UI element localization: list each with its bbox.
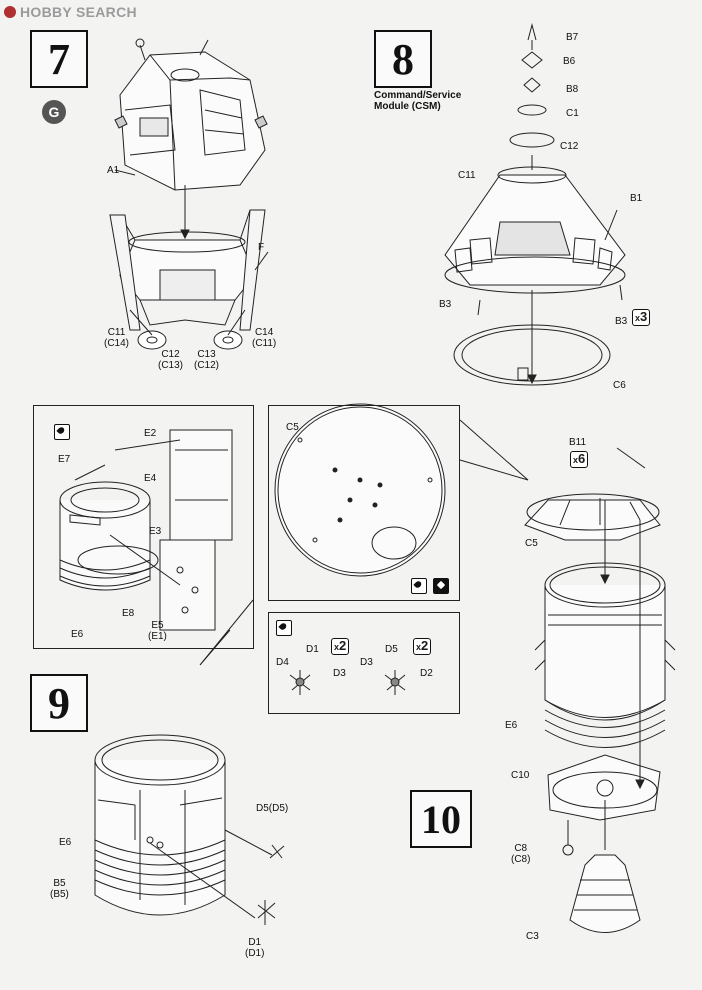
service-module-drawing [94, 734, 285, 925]
part-label-c8: C8 (C8) [511, 843, 531, 865]
part-label-e5: E5 (E1) [148, 620, 167, 642]
part-label-a1: A1 [107, 165, 120, 176]
part-label-f: F [258, 242, 265, 253]
paint-brush-icon [276, 620, 292, 636]
part-label-e7: E7 [58, 454, 71, 465]
part-label-c12: C12 [560, 141, 579, 152]
watermark-text: HOBBY SEARCH [20, 4, 137, 20]
quantity-badge-d-left: x2 [331, 638, 350, 655]
step-7-number: 7 [30, 30, 88, 88]
inset-d-drawing [289, 670, 406, 695]
decal-icon [433, 578, 449, 594]
watermark-logo-icon [4, 6, 16, 18]
part-label-b11: B11 [569, 437, 587, 448]
part-label-d2: D2 [420, 668, 433, 679]
part-label-c3: C3 [526, 931, 539, 942]
part-label-d5: D5 [385, 644, 398, 655]
step-8-title: Command/Service Module (CSM) [374, 90, 462, 112]
part-label-e4: E4 [144, 473, 157, 484]
part-label-b3-left: B3 [439, 299, 452, 310]
part-label-b5: B5 (B5) [50, 878, 69, 900]
part-label-c6: C6 [613, 380, 626, 391]
step-8-number: 8 [374, 30, 432, 88]
step-10-number: 10 [410, 790, 472, 848]
paint-brush-icon [411, 578, 427, 594]
part-label-d3-right: D3 [360, 657, 373, 668]
part-label-c11: C11 [458, 170, 476, 181]
part-label-b8: B8 [566, 84, 579, 95]
part-label-c11: C11 (C14) [104, 327, 130, 349]
part-label-b3-right: B3 [615, 316, 628, 327]
quantity-badge-d-right: x2 [413, 638, 432, 655]
inset-mid-drawing [274, 403, 446, 577]
part-label-c12: C12 (C13) [158, 349, 184, 371]
part-label-c5-inset: C5 [286, 422, 299, 433]
part-label-c1: C1 [566, 108, 579, 119]
part-label-d1-step9: D1 (D1) [245, 937, 265, 959]
part-label-b6: B6 [563, 56, 576, 67]
inset-panel-c5 [268, 405, 460, 601]
command-module-drawing [444, 23, 626, 386]
inset-panel-sm-segments [33, 405, 254, 649]
part-label-d1: D1 [306, 644, 319, 655]
part-label-c14: C14 (C11) [252, 327, 277, 349]
step-9-number: 9 [30, 674, 88, 732]
ascent-stage-drawing [114, 38, 268, 191]
part-label-e3: E3 [149, 526, 162, 537]
paint-brush-icon [54, 424, 70, 440]
part-label-e2: E2 [144, 428, 157, 439]
part-label-c13: C13 (C12) [194, 349, 220, 371]
part-label-c5-step10: C5 [525, 538, 538, 549]
g-marker-icon: G [42, 100, 66, 124]
part-label-d5-step9: D5(D5) [256, 803, 289, 814]
quantity-badge-b11: x6 [570, 451, 589, 468]
quantity-badge-b3: x3 [632, 309, 651, 326]
part-label-e6-step10: E6 [505, 720, 518, 731]
descent-stage-drawing [109, 209, 266, 350]
hobby-search-watermark: HOBBY SEARCH [4, 4, 137, 20]
inset-panel-rcs-quads [268, 612, 460, 714]
part-label-d3-left: D3 [333, 668, 346, 679]
inset-left-drawing [59, 429, 233, 631]
part-label-b1: B1 [630, 193, 643, 204]
part-label-e6: E6 [71, 629, 84, 640]
part-label-b7: B7 [566, 32, 579, 43]
step10-assembly-drawing [524, 447, 676, 933]
part-label-d4: D4 [276, 657, 289, 668]
part-label-e6-step9: E6 [59, 837, 72, 848]
part-label-e8: E8 [122, 608, 135, 619]
part-label-c10: C10 [511, 770, 530, 781]
